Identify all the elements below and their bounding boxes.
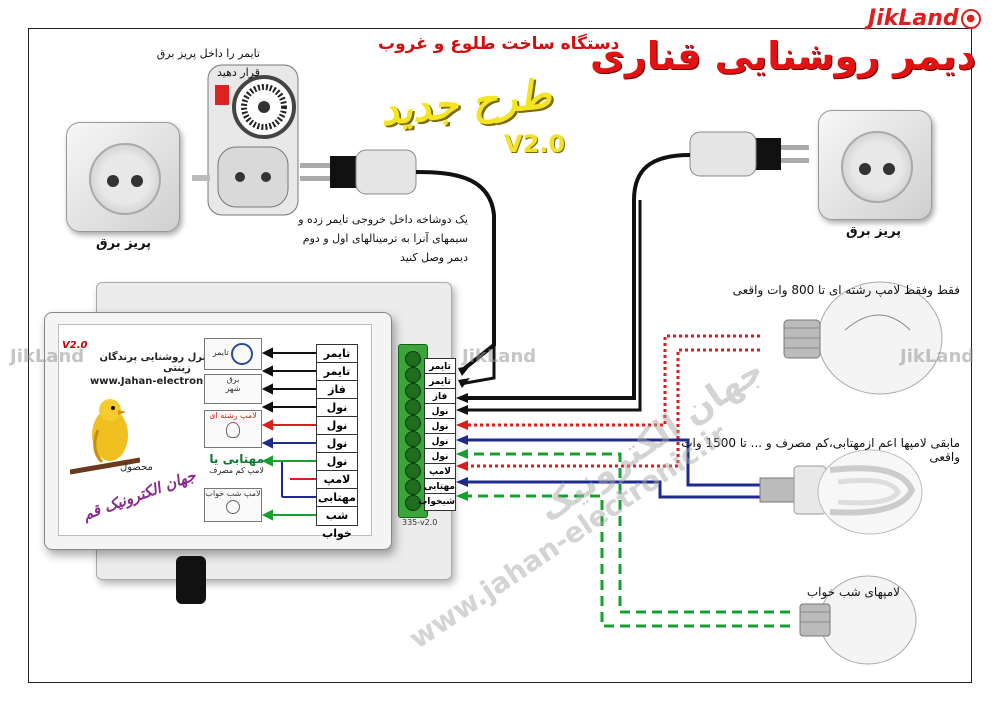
- device-label-5: نول: [316, 434, 358, 454]
- bulb-mini-icon: [226, 422, 240, 438]
- night-mini-box: لامپ شب خواب: [204, 488, 262, 522]
- globe-icon: ●: [960, 9, 981, 29]
- night-label: لامپهای شب خواب: [806, 585, 900, 599]
- jikland-logo: JikLand●: [868, 6, 981, 31]
- device-label-1: تایمر: [316, 362, 358, 382]
- canary-bird-icon: [70, 399, 140, 475]
- incandescent-mini-box: لامپ رشته ای: [204, 410, 262, 448]
- city-power-mini-box: برق شهر: [204, 374, 262, 404]
- watermark-left: JikLand: [10, 346, 85, 367]
- right-socket-label: پریز برق: [846, 224, 902, 239]
- watermark-right: JikLand: [900, 346, 975, 367]
- outer-frame: [28, 28, 972, 683]
- device-version: V2.0: [62, 340, 88, 351]
- plug-note: یک دوشاخه داخل خروجی تایمر زده و سیمهای …: [298, 213, 468, 264]
- device-label-9: شب خواب: [316, 506, 358, 540]
- left-socket-label: پریز برق: [96, 236, 152, 251]
- terminal-label-6: نول: [424, 448, 456, 466]
- device-url: www.Jahan-electronic.ir: [90, 376, 225, 387]
- moonlight-mini-box: مهتابی یا لامپ کم مصرف: [209, 452, 264, 475]
- page-subtitle: دستگاه ساخت طلوع و غروب: [378, 34, 620, 54]
- device-model: 335-v2.0: [402, 518, 438, 527]
- timer-plug-image: [192, 64, 299, 216]
- terminal-label-9: شیخواب: [418, 493, 456, 511]
- cfl-bulb-icon: [759, 449, 923, 535]
- page-title: دیمر روشنایی قناری: [590, 34, 977, 78]
- right-plug-icon: [456, 131, 809, 415]
- device-label-8: مهتابی: [316, 488, 358, 508]
- left-plug-icon: [300, 149, 496, 388]
- watermark-center: JikLand: [462, 346, 537, 367]
- timer-note: تایمر را داخل پریز برق قرار دهید: [156, 47, 260, 79]
- device-brand-title: دستگاه کنترل روشنایی پرندگان زینتی: [99, 352, 255, 374]
- device-label-2: فاز: [316, 380, 358, 400]
- dimmer-knob[interactable]: [176, 556, 206, 604]
- version-label: V2.0: [504, 130, 566, 158]
- incandescent-bulb-icon: [783, 281, 943, 395]
- terminal-block: [398, 344, 428, 518]
- right-wall-socket: [818, 110, 932, 220]
- device-label-7: لامپ: [316, 470, 358, 490]
- cfl-label: مابقی لامپها اعم ازمهتابی،کم مصرف و ... …: [681, 436, 960, 464]
- incandescent-label: فقط وفقط لامپ رشته ای تا 800 وات واقعی: [732, 283, 960, 297]
- device-label-0: تایمر: [316, 344, 358, 364]
- night-bulb-mini-icon: [226, 500, 240, 514]
- device-label-6: نول: [316, 452, 358, 472]
- left-wall-socket: [66, 122, 180, 232]
- night-bulb-icon: [799, 575, 917, 665]
- timer-mini-box: تایمر: [204, 338, 262, 370]
- device-label-4: نول: [316, 416, 358, 436]
- device-label-3: نول: [316, 398, 358, 418]
- timer-dial-icon: [231, 343, 254, 365]
- device-internal-arrows: [261, 347, 316, 521]
- product-of-label: محصول: [120, 462, 153, 473]
